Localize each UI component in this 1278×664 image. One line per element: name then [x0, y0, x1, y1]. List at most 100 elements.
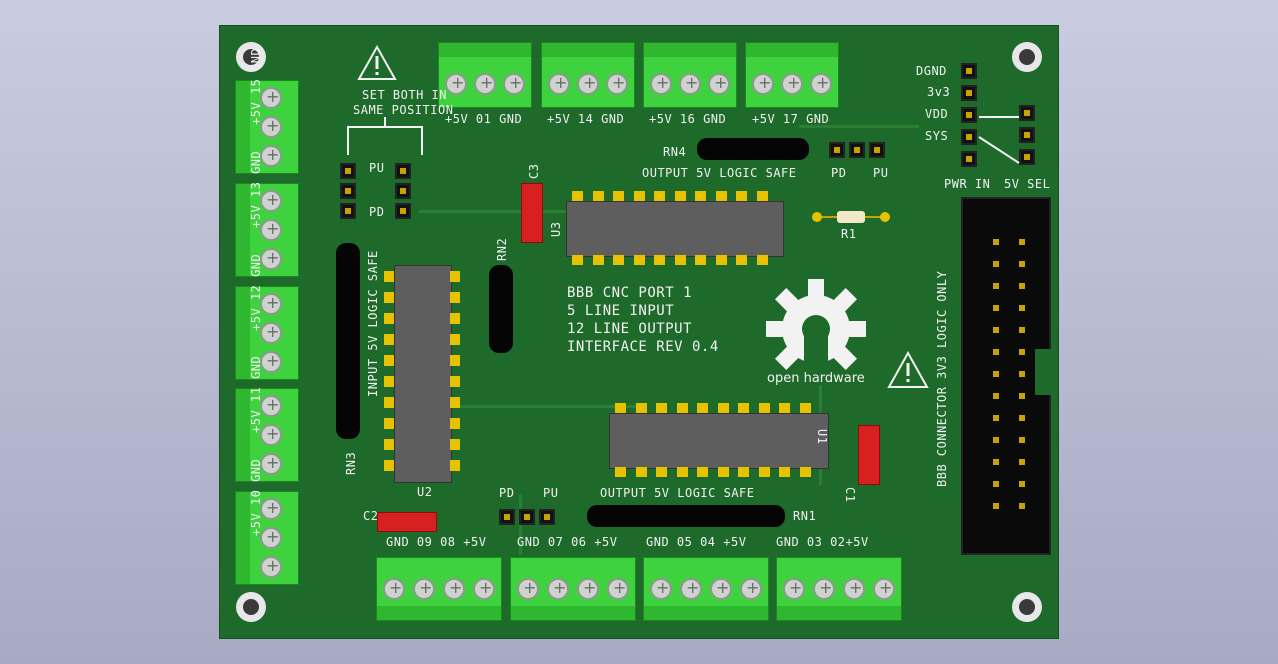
ic-pin — [633, 191, 645, 201]
terminal-label-top-16: +5V 16 GND — [649, 112, 727, 126]
ic-pin — [613, 191, 624, 201]
mounting-hole — [1012, 592, 1042, 622]
mounting-hole — [236, 592, 266, 622]
ic-pin — [736, 191, 747, 201]
ic-pin — [695, 191, 706, 201]
terminal-label-left-12: +5V 12 GND — [249, 253, 263, 331]
ic-pin — [799, 467, 811, 477]
capacitor-c3 — [521, 183, 543, 243]
ic-pin — [779, 403, 790, 413]
ic-pin — [715, 255, 727, 265]
pu-label-bottom: PU — [543, 486, 559, 500]
ic-u3 — [566, 201, 784, 257]
ic-pin — [384, 313, 394, 324]
dgnd-label: DGND — [916, 64, 947, 78]
ic-pin — [758, 403, 770, 413]
warning-text-1: SET BOTH IN — [362, 88, 447, 102]
terminal-label-left-11: +5V 11 GND — [249, 355, 263, 433]
ic-pin — [756, 191, 768, 201]
ic-pin — [717, 467, 729, 477]
ic-pin — [779, 467, 790, 477]
ic-pin — [717, 403, 729, 413]
pd-label-bottom: PD — [499, 486, 515, 500]
c3-label: C3 — [527, 163, 541, 179]
ic-pin — [384, 271, 394, 282]
connector-pin — [1019, 239, 1025, 245]
ic-pin — [615, 467, 626, 477]
trace — [459, 405, 639, 408]
terminal-block-top-16 — [643, 42, 737, 108]
ic-pin — [738, 403, 749, 413]
terminal-block-bottom-4 — [776, 557, 902, 621]
connector-pin — [1019, 415, 1025, 421]
ic-pin — [635, 467, 647, 477]
ic-pin — [799, 403, 811, 413]
output-logic-label-top: OUTPUT 5V LOGIC SAFE — [642, 166, 797, 180]
ic-pin — [384, 418, 394, 429]
terminal-block-bottom-3 — [643, 557, 769, 621]
title-line-3: 12 LINE OUTPUT — [567, 321, 693, 337]
connector-pin — [1019, 437, 1025, 443]
connector-pin — [993, 481, 999, 487]
connector-pin — [993, 503, 999, 509]
ic-pin — [695, 255, 706, 265]
connector-pin — [993, 261, 999, 267]
connector-pin — [993, 305, 999, 311]
mounting-hole — [1012, 42, 1042, 72]
rn1-label: RN1 — [793, 509, 817, 523]
ic-pin — [450, 376, 460, 387]
pd-label-left: PD — [369, 205, 385, 219]
ic-pin — [450, 355, 460, 366]
warning-icon-bbb — [887, 351, 929, 388]
ic-pin — [384, 292, 394, 303]
ic-pin — [654, 191, 665, 201]
ic-pin — [384, 439, 394, 450]
vdd-label: VDD — [925, 107, 949, 121]
terminal-label-bottom-4: GND 03 02+5V — [776, 535, 869, 549]
ic-u1 — [609, 413, 829, 469]
ic-pin — [654, 255, 665, 265]
connector-pin — [993, 437, 999, 443]
ic-pin — [592, 191, 604, 201]
u3-label: U3 — [549, 221, 563, 237]
terminal-block-bottom-2 — [510, 557, 636, 621]
ic-pin — [736, 255, 747, 265]
ic-pin — [450, 460, 460, 471]
ic-pin — [674, 191, 686, 201]
connector-pin — [1019, 349, 1025, 355]
open-hardware-text: open hardware — [767, 371, 865, 386]
title-line-2: 5 LINE INPUT — [567, 303, 675, 319]
u1-label: U1 — [815, 429, 829, 445]
v3v3-label: 3v3 — [927, 85, 951, 99]
terminal-label-top-17: +5V 17 GND — [752, 112, 830, 126]
open-hardware-logo-icon — [766, 279, 866, 381]
ic-pin — [572, 191, 583, 201]
connector-pin — [993, 415, 999, 421]
ic-pin — [450, 418, 460, 429]
output-logic-label-bottom: OUTPUT 5V LOGIC SAFE — [600, 486, 755, 500]
ic-pin — [715, 191, 727, 201]
terminal-label-top-14: +5V 14 GND — [547, 112, 625, 126]
capacitor-c2 — [377, 512, 437, 532]
terminal-block-top-17 — [745, 42, 839, 108]
ic-pin — [384, 460, 394, 471]
connector-pin — [993, 283, 999, 289]
power-select-traces — [978, 116, 1020, 164]
rn4-label: RN4 — [663, 145, 687, 159]
terminal-label-top-01: +5V 01 GND — [445, 112, 523, 126]
connector-pin — [1019, 261, 1025, 267]
terminal-block-left-13 — [235, 183, 299, 277]
connector-pin — [1019, 283, 1025, 289]
terminal-label-left-15: +5V 15 GND — [249, 47, 263, 125]
ic-pin — [633, 255, 645, 265]
resistor-network-rn4 — [697, 138, 809, 160]
sys-label: SYS — [925, 129, 949, 143]
c2-label: C2 — [363, 509, 379, 523]
pu-label-top: PU — [873, 166, 889, 180]
rn3-label: RN3 — [344, 451, 358, 475]
connector-pin — [1019, 327, 1025, 333]
sel-5v-label: 5V SEL — [1004, 177, 1051, 191]
ic-pin — [635, 403, 647, 413]
pu-label-left: PU — [369, 161, 385, 175]
ic-u2 — [394, 265, 452, 483]
